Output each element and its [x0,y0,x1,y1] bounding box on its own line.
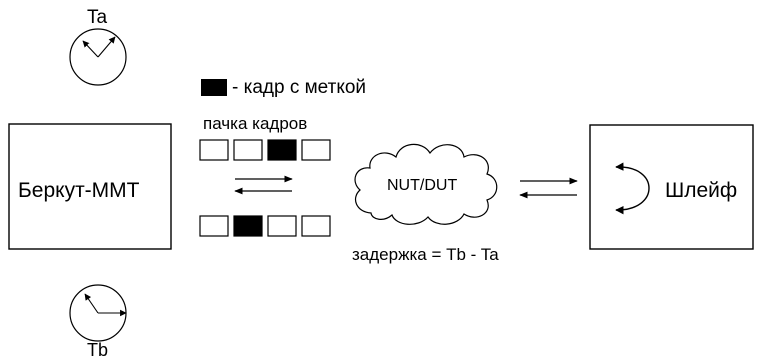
bottom-row-frame [267,215,297,237]
bottom-row-marked-frame [233,215,263,237]
burst-label: пачка кадров [203,114,308,133]
bottom-row-frame [301,215,331,237]
clock-top-label: Ta [87,7,108,28]
loopback-arc-icon [615,162,650,215]
legend-marker [201,79,227,96]
device-label: Беркут-ММТ [18,179,140,202]
frames-bottom-row [199,215,331,237]
top-row-frame [233,139,263,161]
delay-label: задержка = Tb - Ta [352,245,499,264]
loopback-label: Шлейф [665,179,738,202]
clock-top-icon [69,28,127,86]
bottom-row-frame [199,215,229,237]
network-label: NUT/DUT [387,177,458,194]
legend-text: - кадр с меткой [232,77,367,98]
top-row-frame [301,139,331,161]
device-box [8,123,172,250]
frames-top-row [199,139,331,161]
top-row-frame [199,139,229,161]
clock-bottom-icon [69,284,127,342]
network-cloud [354,143,498,225]
clock-bottom-label: Tb [87,340,109,360]
top-row-marked-frame [267,139,297,161]
